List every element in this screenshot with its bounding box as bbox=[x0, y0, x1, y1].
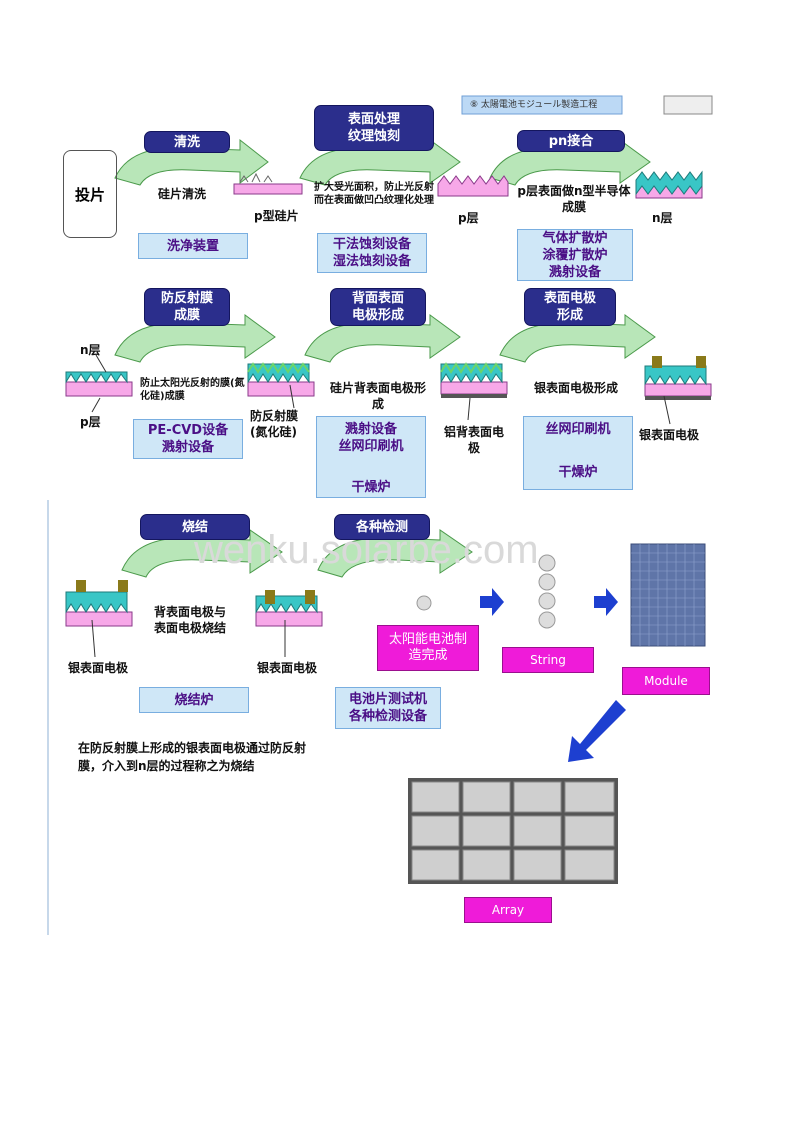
array-grid bbox=[408, 778, 618, 884]
equip-back: 溅射设备 丝网印刷机 干燥炉 bbox=[316, 416, 426, 498]
fire-note: 在防反射膜上形成的银表面电极通过防反射膜，介入到n层的过程称之为烧结 bbox=[78, 741, 307, 773]
fire-desc: 背表面电极与表面电极烧结 bbox=[153, 605, 226, 635]
step-texture: 表面处理 纹理蚀刻 bbox=[314, 105, 434, 151]
arc-desc: 防止太阳光反射的膜(氮化硅)成膜 bbox=[140, 378, 245, 402]
step-back: 背面表面 电极形成 bbox=[330, 288, 426, 326]
equip-texture: 干法蚀刻设备 湿法蚀刻设备 bbox=[317, 233, 427, 273]
pn-desc: p层表面做n型半导体成膜 bbox=[517, 184, 631, 214]
equip-texture-2: 湿法蚀刻设备 bbox=[332, 254, 411, 269]
wafer-front bbox=[644, 356, 712, 400]
equip-clean-label: 洗净装置 bbox=[166, 238, 219, 254]
equip-fire: 烧结炉 bbox=[139, 687, 249, 713]
equip-front-2: 干燥炉 bbox=[558, 465, 598, 480]
equip-pn-3: 溅射设备 bbox=[548, 264, 601, 280]
step-pn: pn接合 bbox=[517, 130, 625, 152]
front-desc: 银表面电极形成 bbox=[534, 381, 619, 395]
start-box: 投片 bbox=[63, 150, 117, 238]
back-desc: 硅片背表面电极形成 bbox=[329, 381, 426, 411]
wafer-back bbox=[440, 362, 508, 398]
cell-done-box: 太阳能电池制造完成 bbox=[377, 625, 479, 671]
step-fire: 烧结 bbox=[140, 514, 250, 540]
fire-ag-right: 银表面电极 bbox=[257, 661, 318, 675]
step-texture-line1: 表面处理 bbox=[347, 112, 400, 127]
equip-pn: 气体扩散炉 涂覆扩散炉 溅射设备 bbox=[517, 229, 633, 281]
step-pn-label: pn接合 bbox=[548, 133, 594, 149]
equip-arc-1: PE-CVD设备 bbox=[147, 423, 229, 438]
wafer-fire-before bbox=[65, 580, 133, 627]
wafer-textured bbox=[437, 175, 509, 197]
equip-arc-2: 溅射设备 bbox=[161, 440, 214, 455]
step-back-line2: 电极形成 bbox=[351, 308, 404, 323]
clean-wafer-label: p型硅片 bbox=[254, 209, 299, 223]
equip-back-1: 溅射设备 bbox=[344, 422, 397, 437]
equip-pn-1: 气体扩散炉 bbox=[542, 230, 608, 246]
array-label: Array bbox=[491, 903, 525, 917]
step-clean-label: 清洗 bbox=[173, 134, 200, 150]
front-ag-label: 银表面电极 bbox=[639, 428, 700, 442]
header-fragment: ⑧ 太陽電池モジュール製造工程 bbox=[470, 100, 598, 110]
step-arc-line2: 成膜 bbox=[173, 308, 200, 323]
arc-n-label: n层 bbox=[80, 343, 101, 357]
arc-film-label: 防反射膜(氮化硅) bbox=[250, 409, 299, 439]
step-back-line1: 背面表面 bbox=[351, 291, 404, 306]
step-front-line1: 表面电极 bbox=[543, 291, 596, 306]
step-front-line2: 形成 bbox=[556, 308, 583, 323]
step-front: 表面电极 形成 bbox=[524, 288, 616, 326]
equip-test: 电池片测试机 各种检测设备 bbox=[335, 687, 441, 729]
module-label: Module bbox=[644, 674, 688, 688]
step-fire-label: 烧结 bbox=[181, 519, 208, 535]
equip-fire-label: 烧结炉 bbox=[174, 692, 214, 708]
module-box: Module bbox=[622, 667, 710, 695]
fire-ag-left: 银表面电极 bbox=[68, 661, 129, 675]
step-arc-line1: 防反射膜 bbox=[160, 291, 213, 306]
equip-texture-1: 干法蚀刻设备 bbox=[332, 237, 411, 252]
clean-desc: 硅片清洗 bbox=[158, 187, 207, 201]
step-clean: 清洗 bbox=[144, 131, 230, 153]
string-label: String bbox=[530, 653, 566, 667]
string-beads bbox=[538, 554, 556, 629]
wafer-fire-after bbox=[255, 590, 323, 627]
back-al-label: 铝背表面电极 bbox=[443, 425, 504, 455]
equip-clean: 洗净装置 bbox=[138, 233, 248, 259]
curve-arrow-texture bbox=[299, 139, 461, 186]
equip-test-2: 各种检测设备 bbox=[348, 709, 427, 724]
wafer-pn bbox=[635, 170, 703, 199]
wafer-arc-before bbox=[65, 371, 133, 397]
equip-arc: PE-CVD设备 溅射设备 bbox=[133, 419, 243, 459]
array-box: Array bbox=[464, 897, 552, 923]
module-panel bbox=[630, 543, 706, 647]
step-test-label: 各种检测 bbox=[355, 519, 408, 535]
string-box: String bbox=[502, 647, 594, 673]
start-label: 投片 bbox=[74, 185, 105, 204]
step-test: 各种检测 bbox=[334, 514, 430, 540]
step-texture-line2: 纹理蚀刻 bbox=[347, 129, 400, 144]
wafer-arc-after bbox=[247, 362, 315, 397]
equip-back-3: 干燥炉 bbox=[351, 480, 391, 495]
equip-pn-2: 涂覆扩散炉 bbox=[542, 247, 608, 263]
step-arc: 防反射膜 成膜 bbox=[144, 288, 230, 326]
pn-n-label: n层 bbox=[652, 211, 673, 225]
equip-front: 丝网印刷机 干燥炉 bbox=[523, 416, 633, 490]
equip-test-1: 电池片测试机 bbox=[348, 692, 427, 707]
cell-done-label: 太阳能电池制造完成 bbox=[388, 632, 467, 663]
equip-back-2: 丝网印刷机 bbox=[338, 439, 404, 454]
wafer-clean bbox=[233, 172, 303, 195]
arc-p-label: p层 bbox=[80, 415, 101, 429]
equip-front-1: 丝网印刷机 bbox=[545, 422, 611, 437]
texture-desc: 扩大受光面积，防止光反射而在表面做凹凸纹理化处理 bbox=[314, 182, 434, 206]
texture-p-label: p层 bbox=[458, 211, 479, 225]
